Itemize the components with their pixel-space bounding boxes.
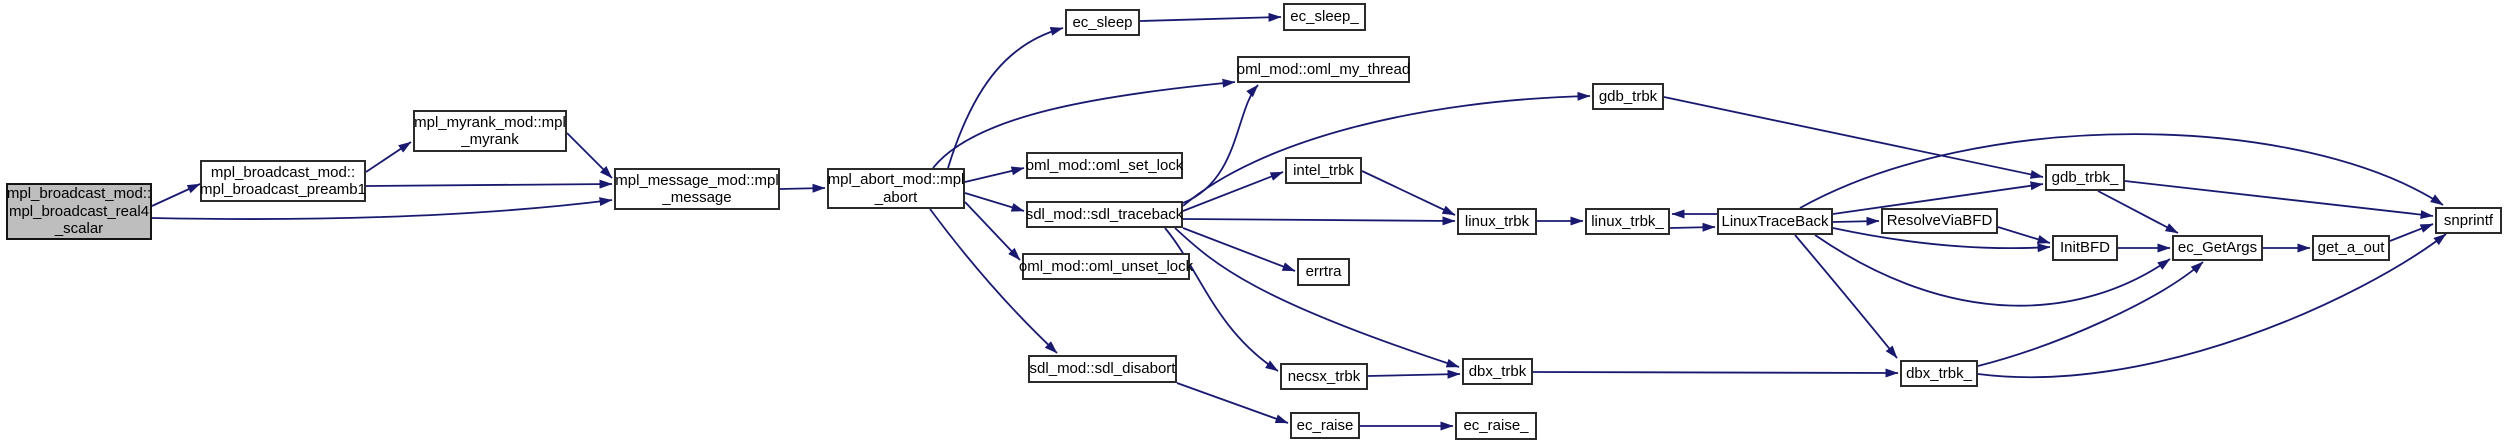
node-necsx_trbk[interactable]: necsx_trbk xyxy=(1280,363,1368,390)
edge-LinuxTraceBack-to-ResolveViaBFD xyxy=(1832,216,1880,226)
edge-gdb_trbk-to-gdb_trbk_ xyxy=(1663,96,2044,179)
node-oml_my_thread[interactable]: oml_mod::oml_my_thread xyxy=(1237,56,1410,83)
edge-mpl_message-to-mpl_abort xyxy=(779,183,826,193)
node-ResolveViaBFD[interactable]: ResolveViaBFD xyxy=(1881,208,1998,234)
edge-dbx_trbk_-to-snprintf xyxy=(1977,233,2447,379)
edge-sdl_traceback-to-errtra xyxy=(1182,227,1296,272)
edge-ResolveViaBFD-to-InitBFD xyxy=(1997,226,2051,244)
edge-LinuxTraceBack-to-ec_GetArgs xyxy=(1814,234,2171,307)
node-errtra[interactable]: errtra xyxy=(1297,258,1350,286)
node-dbx_trbk_[interactable]: dbx_trbk_ xyxy=(1900,360,1978,387)
edge-gdb_trbk_-to-ec_GetArgs xyxy=(2097,190,2179,234)
node-linux_trbk[interactable]: linux_trbk xyxy=(1457,208,1537,235)
node-mpl_abort[interactable]: mpl_abort_mod::mpl _abort xyxy=(827,168,965,209)
edge-sdl_disabort-to-ec_raise xyxy=(1176,382,1289,424)
edge-mpl_broadcast_real4_scalar-to-mpl_message xyxy=(151,197,613,220)
edge-intel_trbk-to-linux_trbk xyxy=(1361,170,1456,216)
edge-necsx_trbk-to-dbx_trbk xyxy=(1367,369,1461,379)
edge-mpl_abort-to-sdl_traceback xyxy=(964,192,1025,212)
edge-LinuxTraceBack-to-snprintf xyxy=(1799,133,2444,209)
edge-get_a_out-to-snprintf xyxy=(2389,223,2434,242)
node-InitBFD[interactable]: InitBFD xyxy=(2052,235,2118,261)
edge-LinuxTraceBack-to-dbx_trbk_ xyxy=(1794,234,1898,359)
edge-mpl_abort-to-oml_unset_lock xyxy=(964,201,1021,261)
edge-LinuxTraceBack-to-InitBFD xyxy=(1832,227,2051,253)
node-ec_raise[interactable]: ec_raise xyxy=(1290,412,1360,439)
node-get_a_out[interactable]: get_a_out xyxy=(2312,235,2390,261)
edge-mpl_abort-to-sdl_disabort xyxy=(929,208,1058,354)
node-ec_GetArgs[interactable]: ec_GetArgs xyxy=(2172,235,2263,261)
node-intel_trbk[interactable]: intel_trbk xyxy=(1285,157,1362,184)
edge-mpl_myrank-to-mpl_message xyxy=(566,132,613,179)
edge-sdl_traceback-to-linux_trbk xyxy=(1182,216,1456,226)
edge-linux_trbk_-to-LinuxTraceBack xyxy=(1669,222,1716,232)
node-mpl_broadcast_preamb1[interactable]: mpl_broadcast_mod:: mpl_broadcast_preamb… xyxy=(200,160,366,202)
edge-ec_sleep-to-ec_sleep_ xyxy=(1139,12,1282,22)
node-oml_set_lock[interactable]: oml_mod::oml_set_lock xyxy=(1026,152,1183,179)
node-oml_unset_lock[interactable]: oml_mod::oml_unset_lock xyxy=(1019,253,1193,280)
edge-sdl_traceback-to-necsx_trbk xyxy=(1164,227,1279,372)
edge-mpl_broadcast_preamb1-to-mpl_myrank xyxy=(365,141,412,173)
edge-sdl_traceback-to-intel_trbk xyxy=(1182,171,1284,212)
node-dbx_trbk[interactable]: dbx_trbk xyxy=(1462,358,1533,385)
edge-LinuxTraceBack-to-gdb_trbk_ xyxy=(1832,181,2044,215)
edge-mpl_abort-to-oml_my_thread xyxy=(932,78,1236,169)
node-sdl_traceback[interactable]: sdl_mod::sdl_traceback xyxy=(1026,201,1183,228)
node-linux_trbk_[interactable]: linux_trbk_ xyxy=(1585,208,1670,235)
edge-mpl_broadcast_preamb1-to-mpl_message xyxy=(365,179,613,189)
edge-mpl_abort-to-ec_sleep xyxy=(947,26,1064,169)
edge-gdb_trbk_-to-snprintf xyxy=(2124,180,2434,220)
node-gdb_trbk[interactable]: gdb_trbk xyxy=(1592,83,1664,110)
node-ec_sleep_[interactable]: ec_sleep_ xyxy=(1283,3,1366,31)
node-mpl_message[interactable]: mpl_message_mod::mpl _message xyxy=(614,168,780,210)
edge-dbx_trbk-to-dbx_trbk_ xyxy=(1532,368,1899,378)
edge-sdl_traceback-to-dbx_trbk xyxy=(1174,227,1460,368)
edge-sdl_traceback-to-gdb_trbk xyxy=(1182,91,1591,207)
edge-dbx_trbk_-to-ec_GetArgs xyxy=(1977,261,2204,367)
edge-mpl_broadcast_real4_scalar-to-mpl_broadcast_preamb1 xyxy=(151,183,201,207)
node-mpl_broadcast_real4_scalar[interactable]: mpl_broadcast_mod:: mpl_broadcast_real4 … xyxy=(6,183,152,240)
node-ec_sleep[interactable]: ec_sleep xyxy=(1065,9,1140,36)
node-sdl_disabort[interactable]: sdl_mod::sdl_disabort xyxy=(1028,355,1177,383)
node-ec_raise_[interactable]: ec_raise_ xyxy=(1455,412,1537,440)
node-LinuxTraceBack[interactable]: LinuxTraceBack xyxy=(1717,208,1833,235)
node-gdb_trbk_[interactable]: gdb_trbk_ xyxy=(2045,164,2125,191)
node-mpl_myrank[interactable]: mpl_myrank_mod::mpl _myrank xyxy=(413,110,567,152)
node-snprintf[interactable]: snprintf xyxy=(2435,207,2502,234)
edge-mpl_abort-to-oml_set_lock xyxy=(964,166,1025,183)
